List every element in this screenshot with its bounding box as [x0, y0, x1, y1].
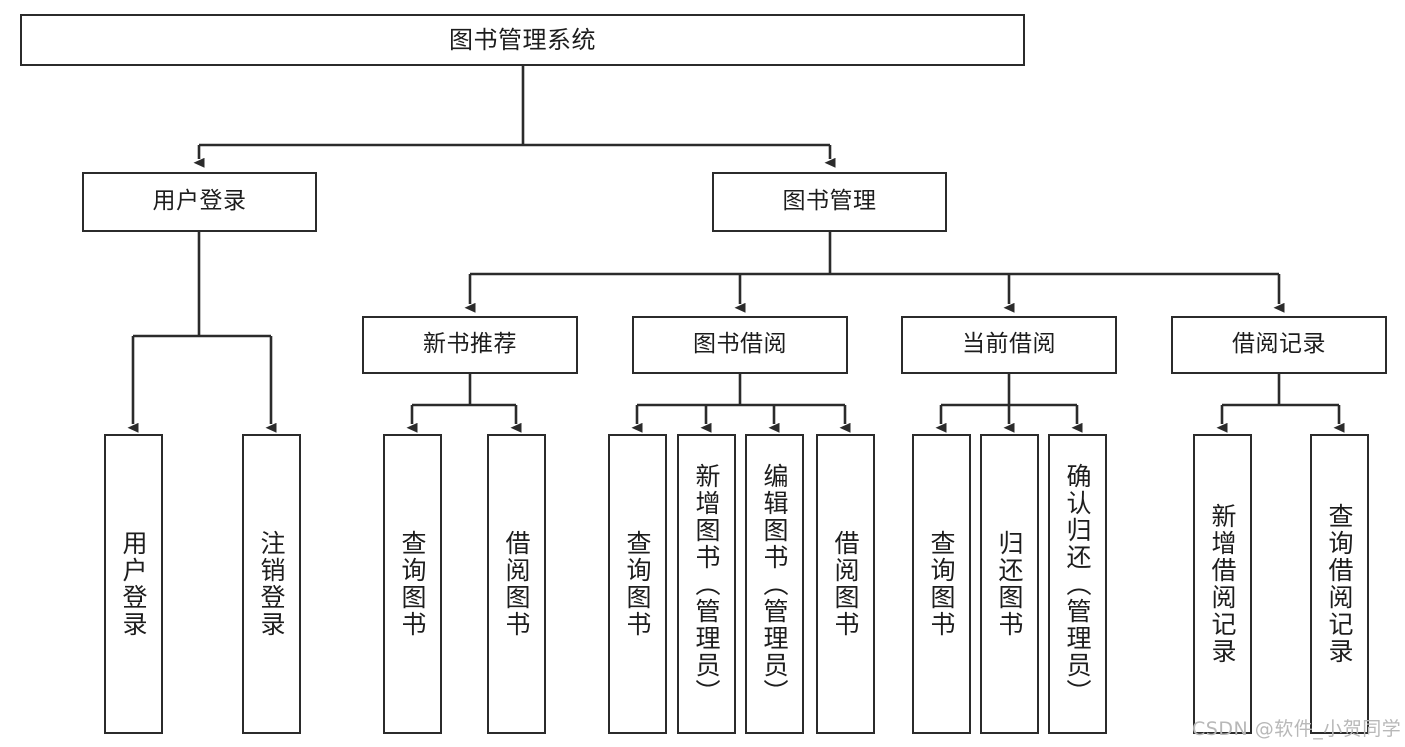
node-new-book-recommend[interactable]: 新书推荐 [362, 316, 578, 374]
csdn-watermark: CSDN @软件_小贺同学 [1192, 718, 1402, 740]
node-leaf-current-query-book-label: 查询图书 [927, 530, 956, 638]
node-leaf-add-borrow-record-label: 新增借阅记录 [1208, 503, 1237, 665]
node-leaf-newbook-query-book[interactable]: 查询图书 [383, 434, 442, 734]
node-leaf-newbook-borrow-book-label: 借阅图书 [502, 530, 531, 638]
node-leaf-current-query-book[interactable]: 查询图书 [912, 434, 971, 734]
node-root-system-label: 图书管理系统 [449, 25, 596, 54]
node-leaf-return-book-label: 归还图书 [995, 530, 1024, 638]
node-leaf-logout-label: 注销登录 [257, 530, 286, 638]
node-root-system[interactable]: 图书管理系统 [20, 14, 1025, 66]
node-book-borrow[interactable]: 图书借阅 [632, 316, 848, 374]
node-leaf-edit-book-admin[interactable]: 编辑图书（管理员） [745, 434, 804, 734]
node-leaf-borrow-book[interactable]: 借阅图书 [816, 434, 875, 734]
node-leaf-query-borrow-record[interactable]: 查询借阅记录 [1310, 434, 1369, 734]
node-leaf-confirm-return-admin[interactable]: 确认归还（管理员） [1048, 434, 1107, 734]
node-leaf-edit-book-admin-label: 编辑图书（管理员） [760, 462, 789, 706]
node-leaf-return-book[interactable]: 归还图书 [980, 434, 1039, 734]
node-leaf-add-borrow-record[interactable]: 新增借阅记录 [1193, 434, 1252, 734]
node-leaf-newbook-borrow-book[interactable]: 借阅图书 [487, 434, 546, 734]
node-user-login[interactable]: 用户登录 [82, 172, 317, 232]
node-book-borrow-label: 图书借阅 [693, 331, 787, 358]
node-book-management-label: 图书管理 [782, 188, 877, 215]
node-user-login-label: 用户登录 [152, 188, 247, 215]
node-leaf-user-login-label: 用户登录 [119, 530, 148, 638]
node-leaf-add-book-admin[interactable]: 新增图书（管理员） [677, 434, 736, 734]
node-borrow-record[interactable]: 借阅记录 [1171, 316, 1387, 374]
node-borrow-record-label: 借阅记录 [1232, 331, 1326, 358]
node-current-borrow-label: 当前借阅 [962, 331, 1056, 358]
node-leaf-borrow-book-label: 借阅图书 [831, 530, 860, 638]
node-leaf-logout[interactable]: 注销登录 [242, 434, 301, 734]
node-new-book-recommend-label: 新书推荐 [423, 331, 517, 358]
node-leaf-newbook-query-book-label: 查询图书 [398, 530, 427, 638]
node-leaf-query-borrow-record-label: 查询借阅记录 [1325, 503, 1354, 665]
node-leaf-borrow-query-book[interactable]: 查询图书 [608, 434, 667, 734]
node-leaf-user-login[interactable]: 用户登录 [104, 434, 163, 734]
node-leaf-add-book-admin-label: 新增图书（管理员） [692, 462, 721, 706]
node-leaf-confirm-return-admin-label: 确认归还（管理员） [1063, 462, 1092, 706]
node-book-management[interactable]: 图书管理 [712, 172, 947, 232]
node-leaf-borrow-query-book-label: 查询图书 [623, 530, 652, 638]
node-current-borrow[interactable]: 当前借阅 [901, 316, 1117, 374]
